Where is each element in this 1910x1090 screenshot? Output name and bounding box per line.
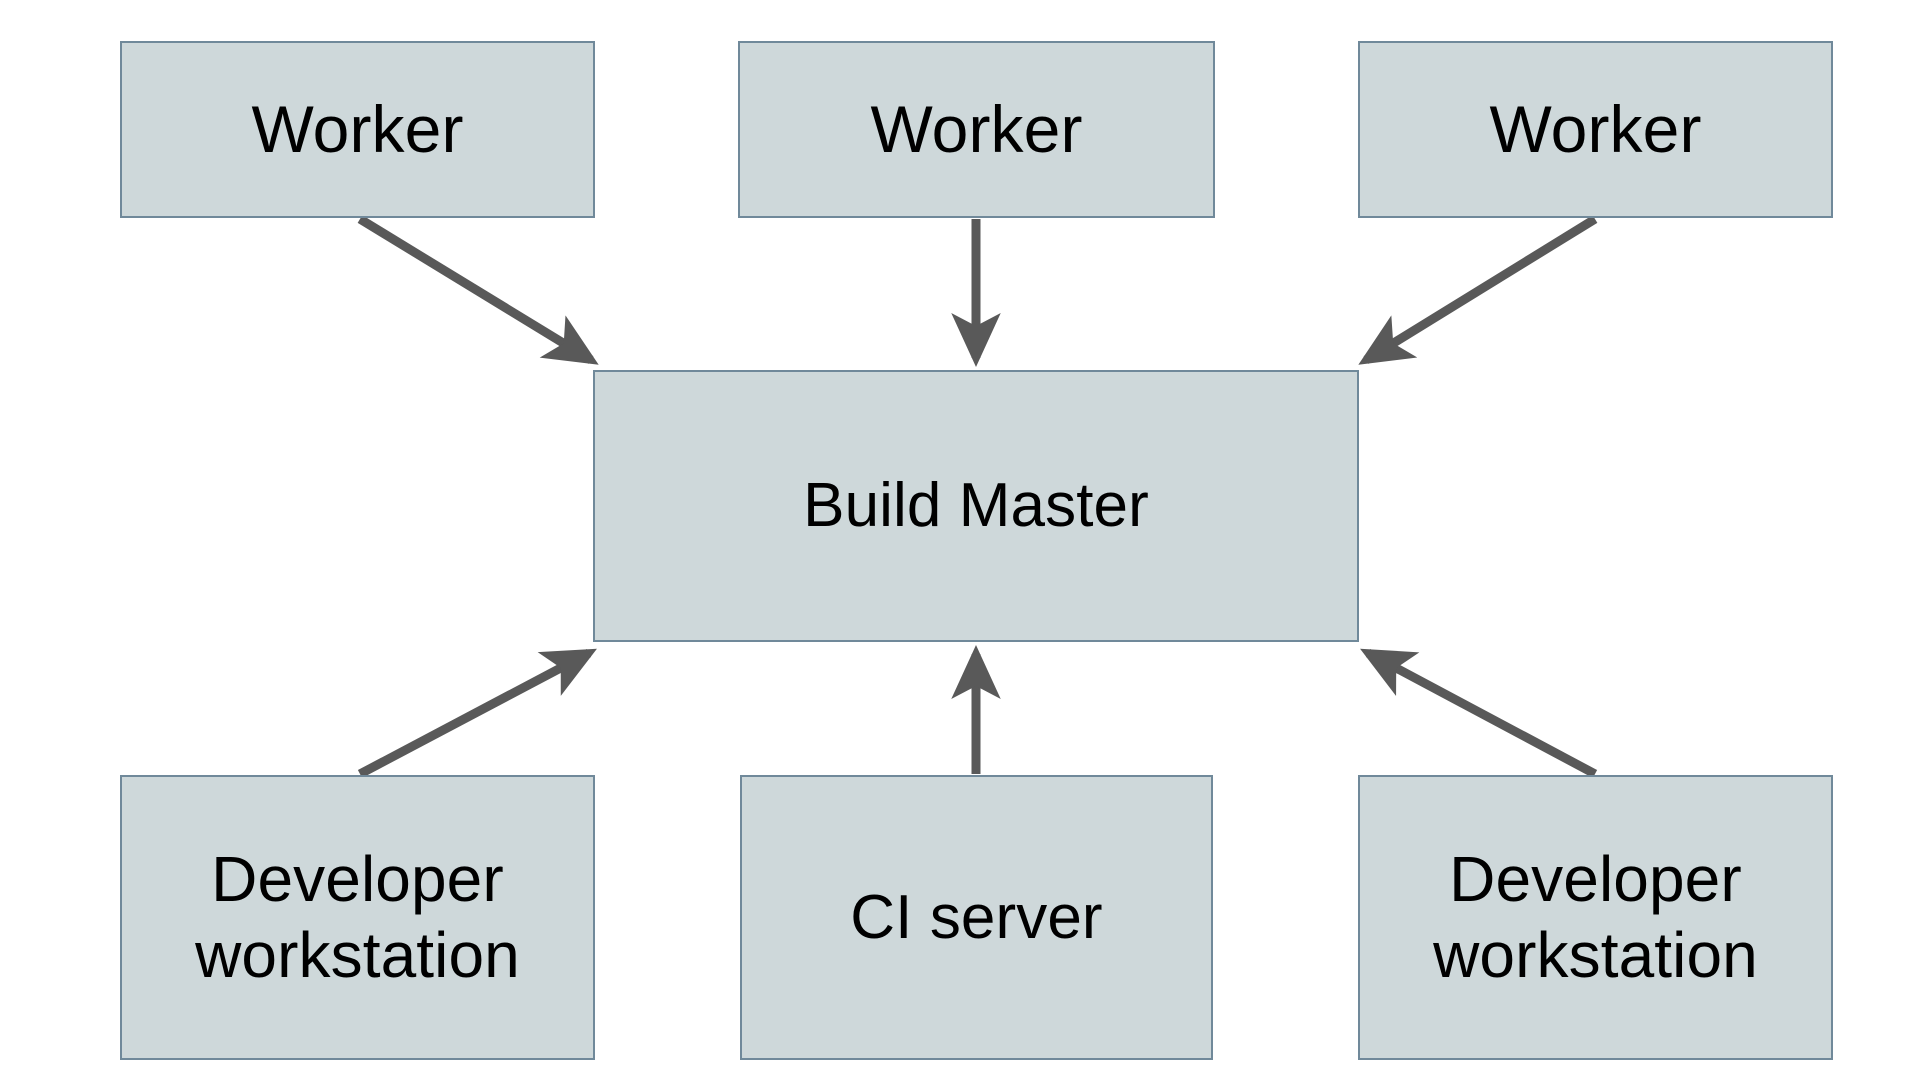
node-worker-2[interactable]: Worker [738,41,1215,218]
node-developer-workstation-right-label: Developer workstation [1433,842,1758,991]
node-worker-2-label: Worker [870,91,1083,166]
node-developer-workstation-right[interactable]: Developer workstation [1358,775,1833,1060]
node-ci-server-label: CI server [850,882,1103,952]
node-worker-3-label: Worker [1489,91,1702,166]
edge-worker-3-to-build-master [1358,215,1598,365]
edge-dev-workstation-1-to-build-master [357,648,597,778]
node-ci-server[interactable]: CI server [740,775,1213,1060]
node-developer-workstation-left-label: Developer workstation [195,842,520,991]
node-worker-1[interactable]: Worker [120,41,595,218]
node-build-master-label: Build Master [803,471,1149,541]
node-worker-1-label: Worker [251,91,464,166]
node-build-master[interactable]: Build Master [593,370,1359,642]
edge-worker-1-to-build-master [357,215,599,365]
node-worker-3[interactable]: Worker [1358,41,1833,218]
edge-dev-workstation-2-to-build-master [1360,648,1598,778]
node-developer-workstation-left[interactable]: Developer workstation [120,775,595,1060]
